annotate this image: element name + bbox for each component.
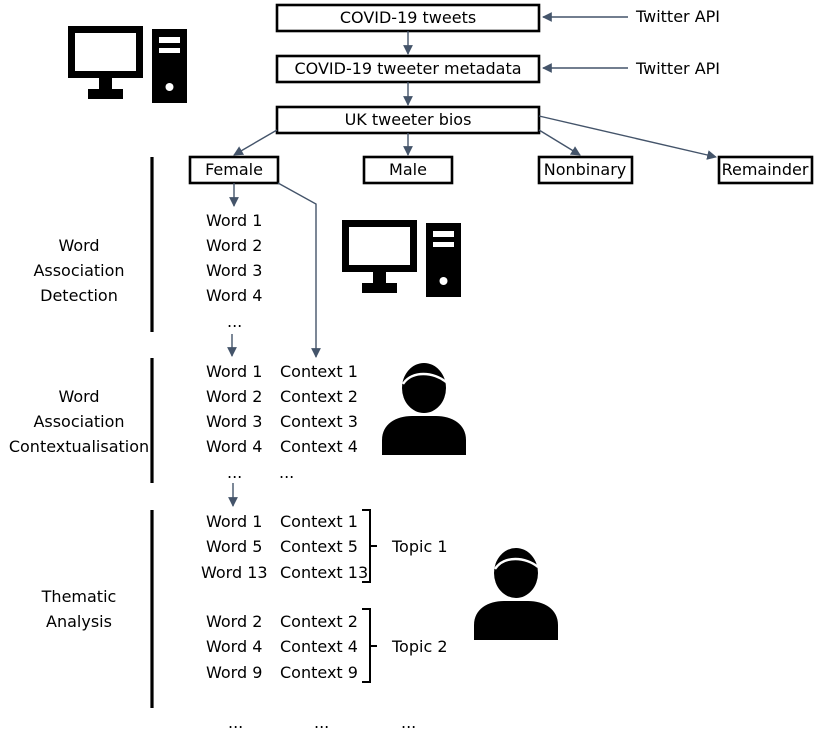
twitter-api-label-1: Twitter API	[635, 7, 720, 26]
person-icon	[474, 548, 558, 640]
topic2-word-1: Word 2	[206, 612, 262, 631]
metadata-box-label: COVID-19 tweeter metadata	[294, 59, 521, 78]
category-box-male	[362, 155, 454, 185]
stage-label-detection-line3: Detection	[40, 286, 118, 305]
topic2-context-3: Context 9	[280, 663, 358, 682]
stage-label-context-line1: Word	[58, 387, 99, 406]
bios-to-remainder-arrow	[538, 115, 717, 160]
detection-word-3: Word 3	[206, 261, 262, 280]
topic2-bracket	[362, 608, 377, 683]
context-label-ellipsis: ...	[279, 463, 294, 482]
context-word-2: Word 2	[206, 387, 262, 406]
bios-box-label: UK tweeter bios	[345, 110, 472, 129]
stage-label-detection-line2: Association	[33, 261, 124, 280]
computer-icon	[342, 220, 461, 297]
category-label-remainder: Remainder	[722, 160, 809, 179]
topic2-word-2: Word 4	[206, 637, 262, 656]
category-label-female: Female	[205, 160, 263, 179]
context-word-ellipsis: ...	[227, 463, 242, 482]
category-box-remainder	[717, 155, 814, 185]
category-box-nonbinary	[537, 155, 634, 185]
trailing-ellipsis-2: ...	[314, 713, 329, 732]
topic1-context-2: Context 5	[280, 537, 358, 556]
trailing-ellipsis-3: ...	[401, 713, 416, 732]
stage-label-thematic-line1: Thematic	[41, 587, 117, 606]
topic1-bracket	[362, 509, 377, 583]
context-label-2: Context 2	[280, 387, 358, 406]
context-label-4: Context 4	[280, 437, 358, 456]
category-label-male: Male	[389, 160, 427, 179]
female-to-context-arrow	[277, 182, 321, 358]
topic2-word-3: Word 9	[206, 663, 262, 682]
tweets-box-label: COVID-19 tweets	[340, 8, 476, 27]
detection-word-4: Word 4	[206, 286, 262, 305]
detection-ellipsis: ...	[227, 312, 242, 331]
context-word-1: Word 1	[206, 362, 262, 381]
twitter-api-label-2: Twitter API	[635, 59, 720, 78]
detection-word-1: Word 1	[206, 211, 262, 230]
context-word-3: Word 3	[206, 412, 262, 431]
trailing-ellipsis-1: ...	[228, 713, 243, 732]
person-icon	[382, 363, 466, 455]
topic2-label: Topic 2	[391, 637, 448, 656]
topic2-context-2: Context 4	[280, 637, 358, 656]
stage-label-thematic-line2: Analysis	[46, 612, 112, 631]
stage-label-context-line2: Association	[33, 412, 124, 431]
bios-to-nonbinary-arrow	[538, 129, 581, 156]
stage-label-detection-line1: Word	[58, 236, 99, 255]
topic1-label: Topic 1	[391, 537, 448, 556]
topic1-word-2: Word 5	[206, 537, 262, 556]
topic1-word-1: Word 1	[206, 512, 262, 531]
topic1-context-1: Context 1	[280, 512, 358, 531]
computer-icon	[68, 26, 187, 103]
topic1-word-3: Word 13	[201, 563, 268, 582]
context-label-1: Context 1	[280, 362, 358, 381]
bios-to-female-arrow	[233, 129, 278, 156]
topic1-context-3: Context 13	[280, 563, 368, 582]
context-word-4: Word 4	[206, 437, 262, 456]
topic2-context-1: Context 2	[280, 612, 358, 631]
stage-label-context-line3: Contextualisation	[9, 437, 149, 456]
context-label-3: Context 3	[280, 412, 358, 431]
detection-word-2: Word 2	[206, 236, 262, 255]
category-label-nonbinary: Nonbinary	[544, 160, 627, 179]
